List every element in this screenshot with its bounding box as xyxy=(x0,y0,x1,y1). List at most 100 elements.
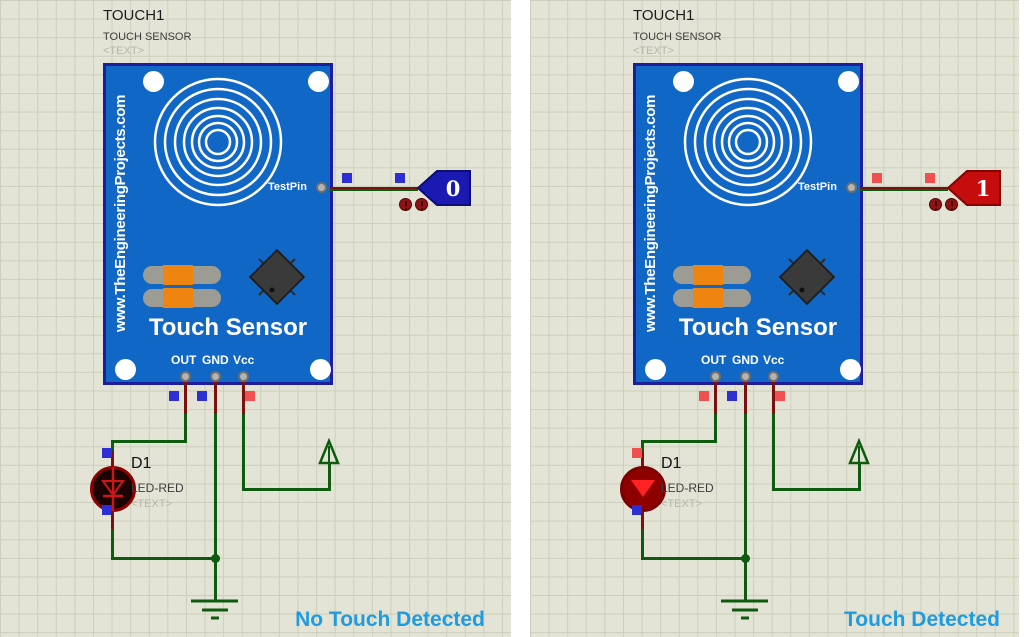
pin-stub xyxy=(744,382,747,414)
resistor-icon xyxy=(673,288,751,308)
wire[interactable] xyxy=(858,463,861,491)
wire[interactable] xyxy=(242,488,331,491)
pin-stub xyxy=(184,382,187,414)
led-ref-label: D1 xyxy=(661,455,682,472)
out-pin[interactable] xyxy=(180,371,191,382)
mounting-hole-icon xyxy=(840,359,861,380)
power-icon[interactable] xyxy=(314,438,344,468)
chip-icon xyxy=(248,248,306,306)
logic-state-square xyxy=(102,448,112,458)
mounting-hole-icon xyxy=(838,71,859,92)
component-text-placeholder: <TEXT> xyxy=(633,45,674,57)
brand-text: www.TheEngineeringProjects.com xyxy=(112,94,129,332)
mounting-hole-icon xyxy=(308,71,329,92)
ground-icon[interactable] xyxy=(189,599,241,623)
out-pin[interactable] xyxy=(710,371,721,382)
wire[interactable] xyxy=(744,414,747,602)
wire[interactable] xyxy=(860,189,948,191)
pin-label-gnd: GND xyxy=(202,353,229,367)
gnd-pin[interactable] xyxy=(740,371,751,382)
pin-stub xyxy=(641,451,644,467)
pin-stub xyxy=(214,382,217,414)
probe-dot-icon xyxy=(929,198,942,211)
logic-state-square xyxy=(699,391,709,401)
wire[interactable] xyxy=(184,414,187,443)
wire[interactable] xyxy=(330,187,418,189)
logic-state-square xyxy=(632,448,642,458)
wire[interactable] xyxy=(242,414,245,491)
wire[interactable] xyxy=(330,189,418,191)
logic-state-square xyxy=(102,505,112,515)
wire[interactable] xyxy=(328,463,331,491)
logic-state-square xyxy=(395,173,405,183)
wire[interactable] xyxy=(641,440,717,443)
status-text: Touch Detected xyxy=(844,608,1000,631)
logic-probe[interactable]: 0 xyxy=(404,168,474,208)
wire[interactable] xyxy=(111,557,215,560)
component-ref-label: TOUCH1 xyxy=(103,7,165,24)
wire[interactable] xyxy=(111,440,187,443)
wire[interactable] xyxy=(641,440,644,451)
probe-dot-icon xyxy=(399,198,412,211)
component-ref-label: TOUCH1 xyxy=(633,7,695,24)
component-text-placeholder: <TEXT> xyxy=(103,45,144,57)
brand-text: www.TheEngineeringProjects.com xyxy=(642,94,659,332)
testpin-pin[interactable] xyxy=(846,182,857,193)
schematic-panel-touch: TOUCH1 TOUCH SENSOR <TEXT> www.TheEngine… xyxy=(530,0,1024,637)
led-type-label: LED-RED xyxy=(661,481,714,495)
logic-state-square xyxy=(775,391,785,401)
led-indicator[interactable] xyxy=(88,464,138,514)
schematic-panel-no-touch: TOUCH1 TOUCH SENSOR <TEXT> www.TheEngine… xyxy=(0,0,511,637)
logic-state-square xyxy=(245,391,255,401)
wire[interactable] xyxy=(714,414,717,443)
probe-dot-icon xyxy=(415,198,428,211)
mounting-hole-icon xyxy=(115,359,136,380)
led-text-placeholder: <TEXT> xyxy=(131,498,172,510)
status-text: No Touch Detected xyxy=(295,608,485,631)
pin-stub xyxy=(111,451,114,467)
logic-state-square xyxy=(197,391,207,401)
testpin-label: TestPin xyxy=(798,181,837,193)
wire[interactable] xyxy=(772,414,775,491)
testpin-pin[interactable] xyxy=(316,182,327,193)
testpin-label: TestPin xyxy=(268,181,307,193)
wire[interactable] xyxy=(641,529,644,560)
gnd-pin[interactable] xyxy=(210,371,221,382)
touch-pad-icon xyxy=(683,77,813,207)
vcc-pin[interactable] xyxy=(238,371,249,382)
pin-stub xyxy=(714,382,717,414)
led-indicator[interactable] xyxy=(618,464,668,514)
led-text-placeholder: <TEXT> xyxy=(661,498,702,510)
probe-dot-icon xyxy=(945,198,958,211)
pin-label-vcc: Vcc xyxy=(763,353,785,367)
wire[interactable] xyxy=(111,440,114,451)
pin-label-gnd: GND xyxy=(732,353,759,367)
wire[interactable] xyxy=(214,414,217,602)
led-ref-label: D1 xyxy=(131,455,152,472)
logic-state-square xyxy=(727,391,737,401)
mounting-hole-icon xyxy=(673,71,694,92)
wire[interactable] xyxy=(772,488,861,491)
page-edge-strip xyxy=(1019,0,1024,637)
chip-icon xyxy=(778,248,836,306)
touch-pad-icon xyxy=(153,77,283,207)
pin-stub xyxy=(772,382,775,414)
mounting-hole-icon xyxy=(310,359,331,380)
wire[interactable] xyxy=(641,557,745,560)
module-title: Touch Sensor xyxy=(678,314,838,341)
wire[interactable] xyxy=(111,529,114,560)
logic-state-square xyxy=(925,173,935,183)
resistor-icon xyxy=(143,288,221,308)
pin-label-out: OUT xyxy=(701,353,727,367)
wire[interactable] xyxy=(860,187,948,189)
pin-stub xyxy=(641,511,644,529)
vcc-pin[interactable] xyxy=(768,371,779,382)
logic-state-square xyxy=(342,173,352,183)
pin-stub xyxy=(111,511,114,529)
power-icon[interactable] xyxy=(844,438,874,468)
logic-state-square xyxy=(169,391,179,401)
ground-icon[interactable] xyxy=(719,599,771,623)
resistor-icon xyxy=(143,265,221,285)
led-type-label: LED-RED xyxy=(131,481,184,495)
logic-probe[interactable]: 1 xyxy=(934,168,1004,208)
